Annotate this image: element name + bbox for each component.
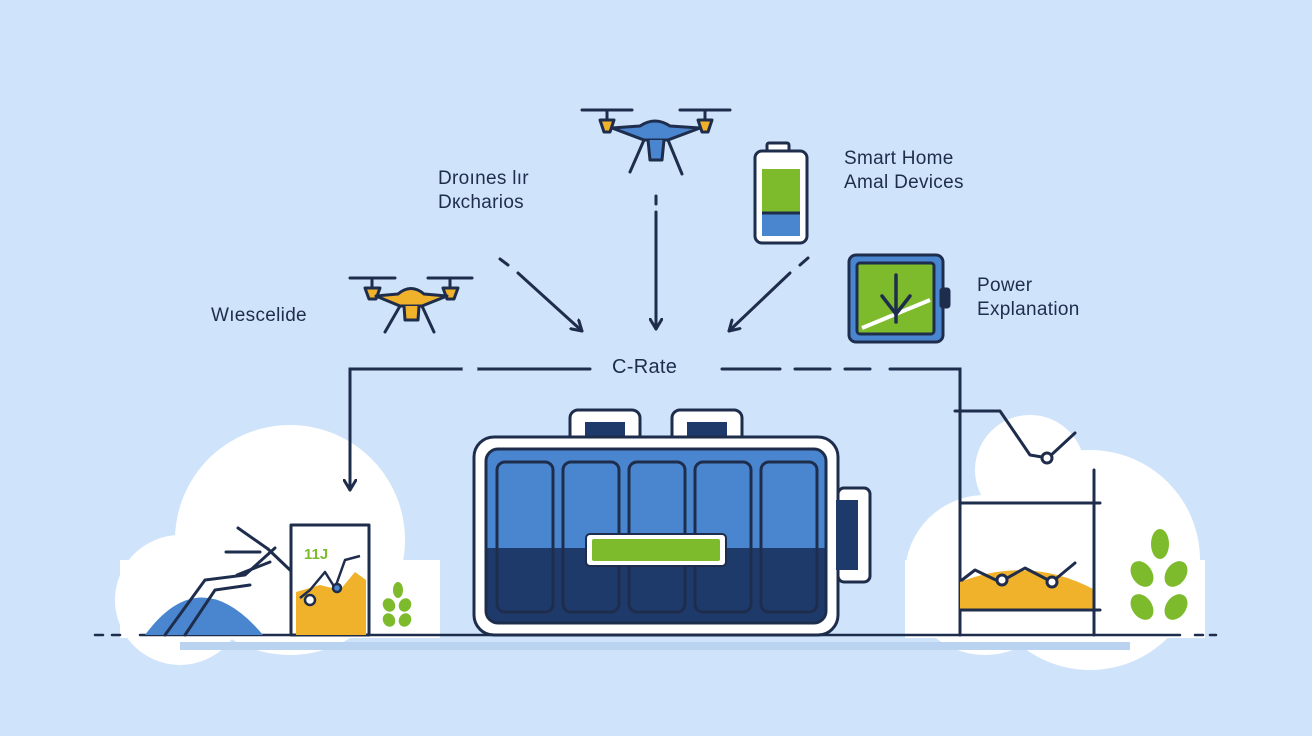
drone-icon xyxy=(580,108,732,176)
phone-battery-icon xyxy=(753,141,809,245)
battery-pack xyxy=(472,408,872,637)
left-label: Wıescelide xyxy=(211,305,307,326)
charge-indicator xyxy=(585,533,727,567)
c-rate-bracket xyxy=(350,366,962,637)
power-label: Power Explanation xyxy=(977,274,1080,322)
smart-home-label-line1: Smart Home xyxy=(844,148,954,169)
power-label-line1: Power xyxy=(977,275,1033,296)
drone-icon xyxy=(348,276,474,334)
smart-home-label-line2: Amal Devices xyxy=(844,172,964,193)
power-label-line2: Explanation xyxy=(977,299,1080,320)
spark-lines xyxy=(224,526,292,577)
right-chart xyxy=(953,409,1102,637)
ground-shadow xyxy=(180,642,1130,650)
blue-hill xyxy=(145,546,277,637)
drones-label: Droınes lır Dкcharios xyxy=(438,167,529,215)
plant-icon xyxy=(1130,529,1188,620)
battery-cell xyxy=(759,460,819,614)
arrows xyxy=(498,194,810,333)
mini-chart-label: 11Ј xyxy=(304,546,328,563)
chart-icon xyxy=(289,523,371,637)
smart-home-label: Smart Home Amal Devices xyxy=(844,147,964,195)
battery-cell xyxy=(495,460,555,614)
drones-label-line2: Dкcharios xyxy=(438,192,524,213)
plant-icon xyxy=(382,582,412,627)
drones-label-line1: Droınes lır xyxy=(438,168,529,189)
tablet-icon xyxy=(847,253,951,344)
c-rate-label: C-Rate xyxy=(612,356,678,378)
